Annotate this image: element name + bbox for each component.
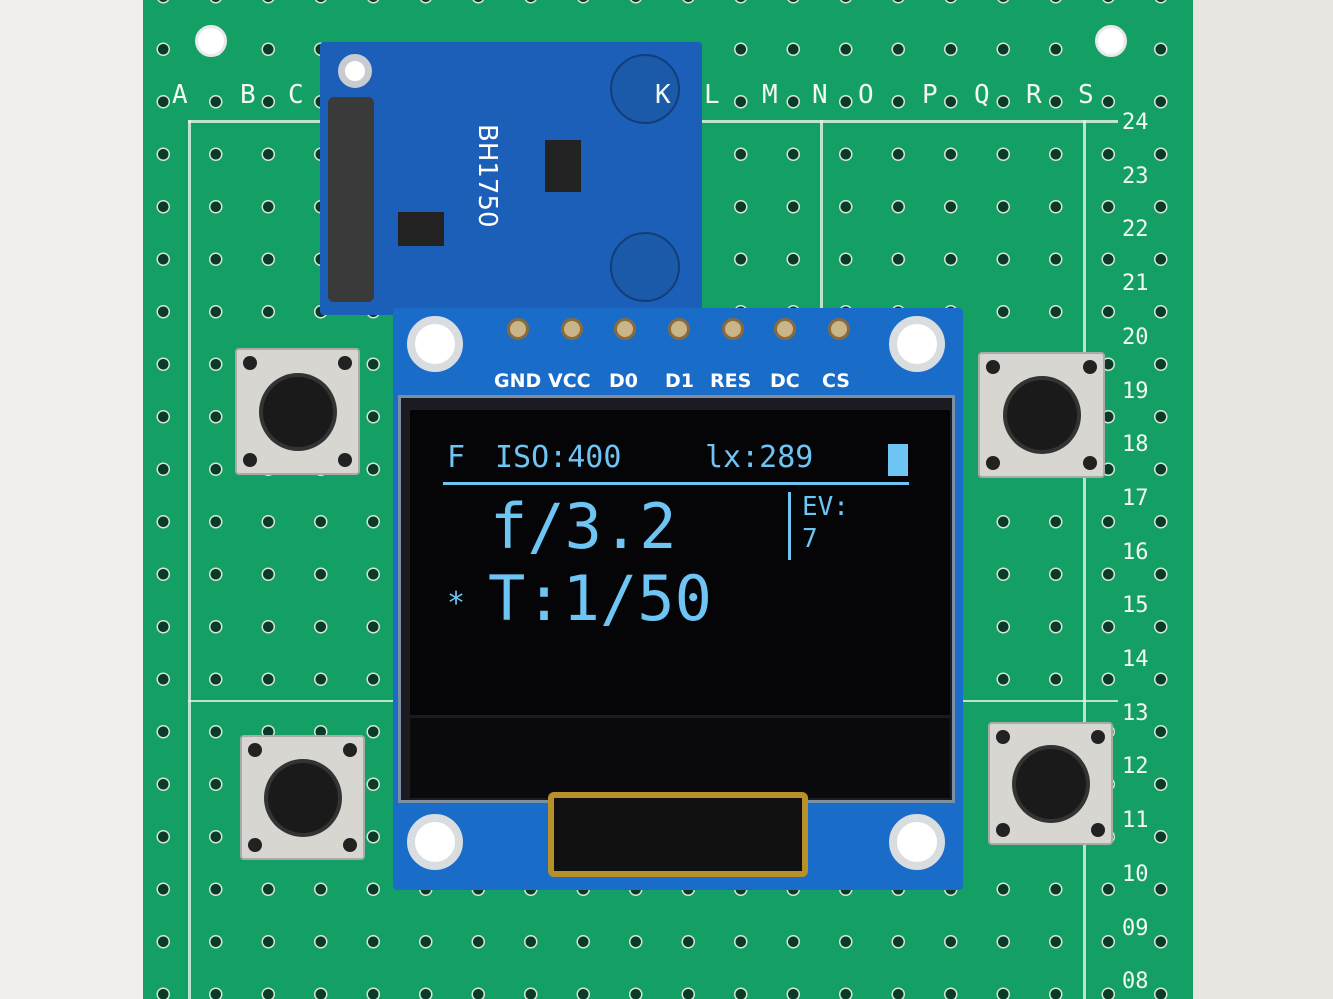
column-letter: A xyxy=(172,80,188,110)
pin-label: DC xyxy=(770,370,800,392)
sensor-chip xyxy=(545,140,581,192)
oled-screen: F ISO:400 lx:289 f/3.2 EV: 7 * T:1/50 xyxy=(410,410,950,715)
column-letter: S xyxy=(1078,80,1094,110)
header-pin xyxy=(507,318,529,340)
pin-label: D0 xyxy=(609,370,638,392)
header-pin xyxy=(561,318,583,340)
module-hole xyxy=(407,814,463,870)
module-label: BH1750 xyxy=(472,124,502,228)
bh1750-module: BH1750 xyxy=(320,42,702,315)
background-right xyxy=(1193,0,1333,999)
battery-icon xyxy=(888,444,908,476)
column-letter: B xyxy=(240,80,256,110)
shutter-value: T:1/50 xyxy=(488,562,712,635)
button-top-right[interactable] xyxy=(978,352,1105,478)
row-number: 10 xyxy=(1122,861,1149,887)
iso-readout: ISO:400 xyxy=(495,440,622,475)
row-number: 22 xyxy=(1122,217,1149,243)
header-pin xyxy=(774,318,796,340)
module-pad xyxy=(610,54,680,124)
lux-readout: lx:289 xyxy=(705,440,814,475)
row-number: 11 xyxy=(1122,808,1149,834)
grid-line xyxy=(1083,120,1086,999)
mode-indicator: F xyxy=(447,440,466,475)
header-pin xyxy=(722,318,744,340)
module-hole xyxy=(338,54,372,88)
module-pad xyxy=(610,232,680,302)
column-letter: K xyxy=(655,80,671,110)
regulator-chip xyxy=(398,212,444,246)
column-letter: Q xyxy=(974,80,990,110)
module-hole xyxy=(889,316,945,372)
header-pins xyxy=(328,97,374,302)
pin-label: D1 xyxy=(665,370,694,392)
row-number: 09 xyxy=(1122,915,1149,941)
ev-value: 7 xyxy=(802,524,818,554)
column-letter: N xyxy=(812,80,828,110)
flex-cable xyxy=(548,792,808,877)
button-bottom-right[interactable] xyxy=(988,722,1113,845)
display-driver-area xyxy=(410,718,950,798)
header-pin xyxy=(828,318,850,340)
row-number: 17 xyxy=(1122,485,1149,511)
column-letter: O xyxy=(858,80,874,110)
row-number: 21 xyxy=(1122,271,1149,297)
row-number: 15 xyxy=(1122,593,1149,619)
header-pin xyxy=(668,318,690,340)
row-number: 20 xyxy=(1122,324,1149,350)
module-hole xyxy=(889,814,945,870)
grid-line xyxy=(188,120,191,999)
row-number: 14 xyxy=(1122,647,1149,672)
row-number: 18 xyxy=(1122,432,1149,458)
column-letter: C xyxy=(288,80,304,110)
grid-line xyxy=(820,120,823,320)
row-number: 19 xyxy=(1122,378,1149,404)
header-divider xyxy=(443,482,909,485)
pin-label: CS xyxy=(822,370,850,392)
column-letter: M xyxy=(762,80,778,110)
column-letter: R xyxy=(1026,80,1042,110)
header-pin xyxy=(614,318,636,340)
column-letter: L xyxy=(704,80,720,110)
button-top-left[interactable] xyxy=(235,348,360,475)
row-number: 08 xyxy=(1122,969,1149,995)
mounting-hole xyxy=(195,25,227,57)
pin-label: GND xyxy=(494,370,542,392)
row-number: 24 xyxy=(1122,110,1149,135)
ev-label: EV: xyxy=(802,492,849,522)
button-bottom-left[interactable] xyxy=(240,735,365,860)
selection-marker: * xyxy=(447,586,466,621)
pin-label: VCC xyxy=(548,370,591,392)
ev-divider xyxy=(788,492,791,560)
row-number: 16 xyxy=(1122,539,1149,565)
pin-label: RES xyxy=(710,370,752,392)
row-number: 13 xyxy=(1122,700,1149,726)
column-letter: P xyxy=(922,80,938,110)
row-number: 12 xyxy=(1122,754,1149,780)
mounting-hole xyxy=(1095,25,1127,57)
row-number: 23 xyxy=(1122,163,1149,189)
module-hole xyxy=(407,316,463,372)
aperture-value: f/3.2 xyxy=(490,490,677,563)
